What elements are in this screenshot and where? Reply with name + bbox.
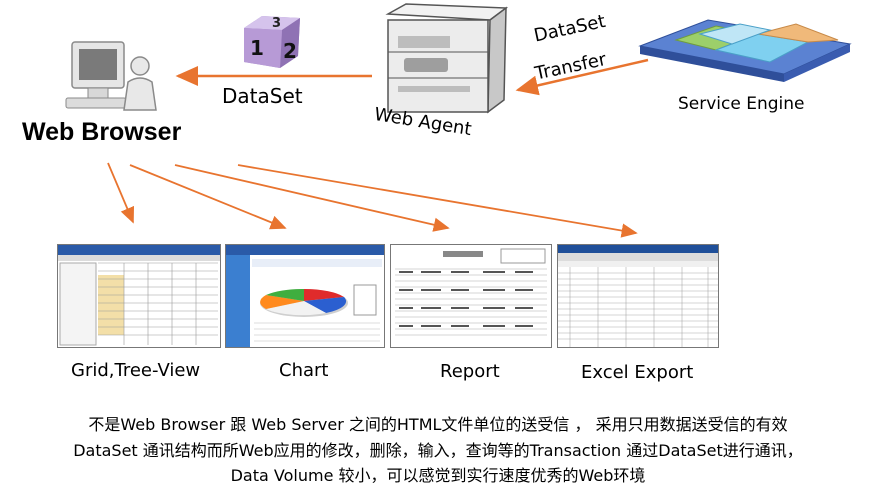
arrow-browser-to-chart xyxy=(129,164,287,230)
description-line-1: 不是Web Browser 跟 Web Server 之间的HTML文件单位的送… xyxy=(88,415,788,434)
dataset-label: DataSet xyxy=(222,84,303,108)
excel-screenshot xyxy=(557,244,719,348)
caption-report: Report xyxy=(440,361,500,382)
cube-digit-left: 1 xyxy=(250,36,264,60)
caption-chart: Chart xyxy=(279,360,329,381)
description-line-2: DataSet 通讯结构而所Web应用的修改，删除，输入，查询等的Transac… xyxy=(73,441,803,460)
cube-digit-right: 2 xyxy=(283,39,297,63)
caption-grid: Grid,Tree-View xyxy=(71,360,201,381)
arrow-browser-to-excel xyxy=(237,164,638,238)
arrow-engine-to-agent xyxy=(515,58,649,96)
description-line-3: Data Volume 较小，可以感觉到实行速度优秀的Web环境 xyxy=(230,466,646,485)
arrow-browser-to-grid xyxy=(107,162,135,224)
chart-screenshot xyxy=(225,244,385,348)
service-engine-label: Service Engine xyxy=(678,94,805,114)
caption-excel: Excel Export xyxy=(581,362,694,383)
report-screenshot xyxy=(390,244,552,348)
grid-screenshot xyxy=(57,244,221,348)
arrow-browser-to-report xyxy=(174,164,450,232)
cube-digit-top: 3 xyxy=(272,16,281,31)
web-browser-label: Web Browser xyxy=(22,118,182,146)
